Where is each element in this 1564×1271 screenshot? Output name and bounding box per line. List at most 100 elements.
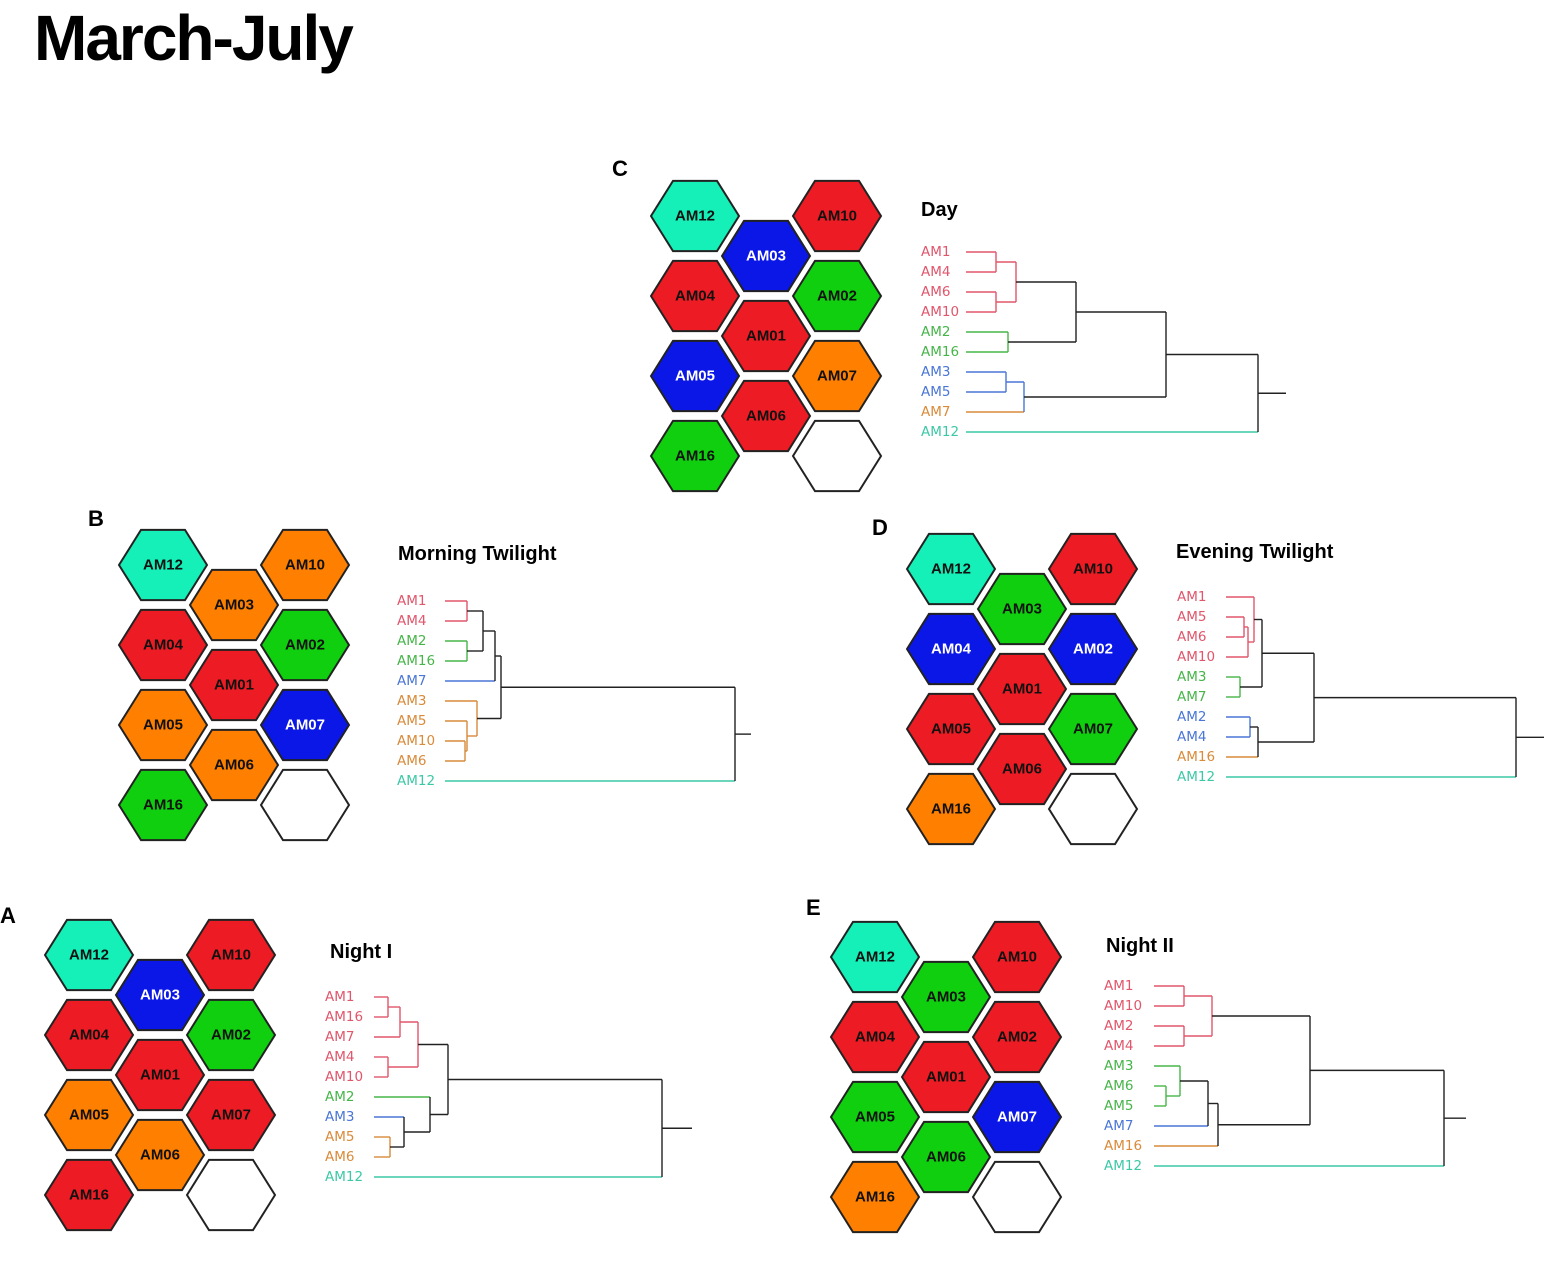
panel-letter: E <box>806 895 821 920</box>
hex-label: AM16 <box>69 1187 109 1204</box>
dendrogram-leaf-label: AM1 <box>921 244 950 260</box>
dendrogram-leaf-label: AM1 <box>1177 589 1206 605</box>
panel-title: Morning Twilight <box>398 543 557 565</box>
hex-cell <box>905 692 997 766</box>
hex-cell <box>259 688 351 762</box>
dendrogram-leaf-label: AM6 <box>1104 1078 1133 1094</box>
hex-label: AM06 <box>140 1147 180 1164</box>
hex-label: AM06 <box>746 408 786 425</box>
hex-label: AM16 <box>675 448 715 465</box>
hex-label: AM02 <box>997 1029 1037 1046</box>
hex-cell <box>259 528 351 602</box>
hex-label: AM10 <box>817 208 857 225</box>
dendrogram-leaf-label: AM5 <box>921 384 950 400</box>
hex-cell <box>720 379 812 453</box>
hex-cell <box>43 1158 135 1232</box>
hex-cell <box>188 728 280 802</box>
panel-title: Evening Twilight <box>1176 541 1334 563</box>
hex-label: AM04 <box>143 637 184 654</box>
hex-label: AM01 <box>140 1067 180 1084</box>
hex-label: AM05 <box>855 1109 895 1126</box>
panel-letter: B <box>88 506 104 531</box>
hex-label: AM05 <box>931 721 971 738</box>
hex-cell <box>900 960 992 1034</box>
hex-label: AM10 <box>285 557 325 574</box>
hex-label: AM03 <box>214 597 254 614</box>
hex-cell <box>720 299 812 373</box>
hex-cell <box>791 259 883 333</box>
hex-label: AM05 <box>675 368 715 385</box>
dendrogram-leaf-label: AM4 <box>1177 729 1206 745</box>
hex-cell <box>185 998 277 1072</box>
dendrogram-leaf-label: AM16 <box>1104 1138 1142 1154</box>
dendrogram-leaf-label: AM12 <box>325 1169 363 1185</box>
dendrogram-leaf-label: AM1 <box>1104 978 1133 994</box>
hex-label: AM10 <box>1073 561 1113 578</box>
dendrogram-leaf-label: AM5 <box>1104 1098 1133 1114</box>
hex-label: AM07 <box>997 1109 1037 1126</box>
dendrogram-leaf-label: AM10 <box>921 304 959 320</box>
dendrogram-leaf-label: AM4 <box>325 1049 354 1065</box>
hex-label: AM03 <box>746 248 786 265</box>
hex-cell <box>791 339 883 413</box>
panel-title: Night I <box>330 941 392 963</box>
dendrogram-leaf-label: AM6 <box>325 1149 354 1165</box>
hex-label: AM01 <box>746 328 786 345</box>
hex-cell <box>900 1120 992 1194</box>
hex-label: AM06 <box>214 757 254 774</box>
hex-cell <box>188 648 280 722</box>
hex-cell <box>114 1118 206 1192</box>
hex-label: AM02 <box>1073 641 1113 658</box>
hex-cell <box>185 918 277 992</box>
hex-label: AM12 <box>675 208 715 225</box>
hex-label: AM04 <box>855 1029 896 1046</box>
hex-cell <box>188 568 280 642</box>
hex-label: AM03 <box>926 989 966 1006</box>
panel-letter: A <box>0 903 16 928</box>
dendrogram-leaf-label: AM2 <box>397 633 426 649</box>
hex-label: AM10 <box>997 949 1037 966</box>
figure-title: March-July <box>34 2 354 74</box>
hex-cell <box>649 259 741 333</box>
panel-letter: C <box>612 156 628 181</box>
dendrogram-leaf-label: AM3 <box>1177 669 1206 685</box>
hex-label: AM01 <box>926 1069 966 1086</box>
dendrogram-leaf-label: AM2 <box>1104 1018 1133 1034</box>
hex-cell <box>1047 612 1139 686</box>
hex-cell <box>43 1078 135 1152</box>
hex-cell <box>114 958 206 1032</box>
hex-label: AM12 <box>855 949 895 966</box>
hex-label: AM07 <box>1073 721 1113 738</box>
dendrogram-leaf-label: AM5 <box>397 713 426 729</box>
hex-label: AM07 <box>817 368 857 385</box>
hex-label: AM12 <box>143 557 183 574</box>
dendrogram-leaf-label: AM1 <box>397 593 426 609</box>
dendrogram-leaf-label: AM5 <box>325 1129 354 1145</box>
dendrogram-leaf-label: AM2 <box>1177 709 1206 725</box>
hex-cell <box>829 920 921 994</box>
hex-label: AM07 <box>211 1107 251 1124</box>
hex-cell <box>43 918 135 992</box>
dendrogram-leaf-label: AM3 <box>921 364 950 380</box>
dendrogram-leaf-label: AM7 <box>397 673 426 689</box>
hex-cell <box>117 768 209 842</box>
hex-cell <box>1047 532 1139 606</box>
hex-cell <box>971 920 1063 994</box>
dendrogram-leaf-label: AM7 <box>1104 1118 1133 1134</box>
dendrogram-leaf-label: AM7 <box>325 1029 354 1045</box>
hex-cell <box>971 1000 1063 1074</box>
hex-label: AM12 <box>69 947 109 964</box>
hex-label: AM10 <box>211 947 251 964</box>
hex-label: AM06 <box>926 1149 966 1166</box>
dendrogram-leaf-label: AM4 <box>397 613 426 629</box>
hex-cell <box>117 688 209 762</box>
hex-cell <box>649 339 741 413</box>
